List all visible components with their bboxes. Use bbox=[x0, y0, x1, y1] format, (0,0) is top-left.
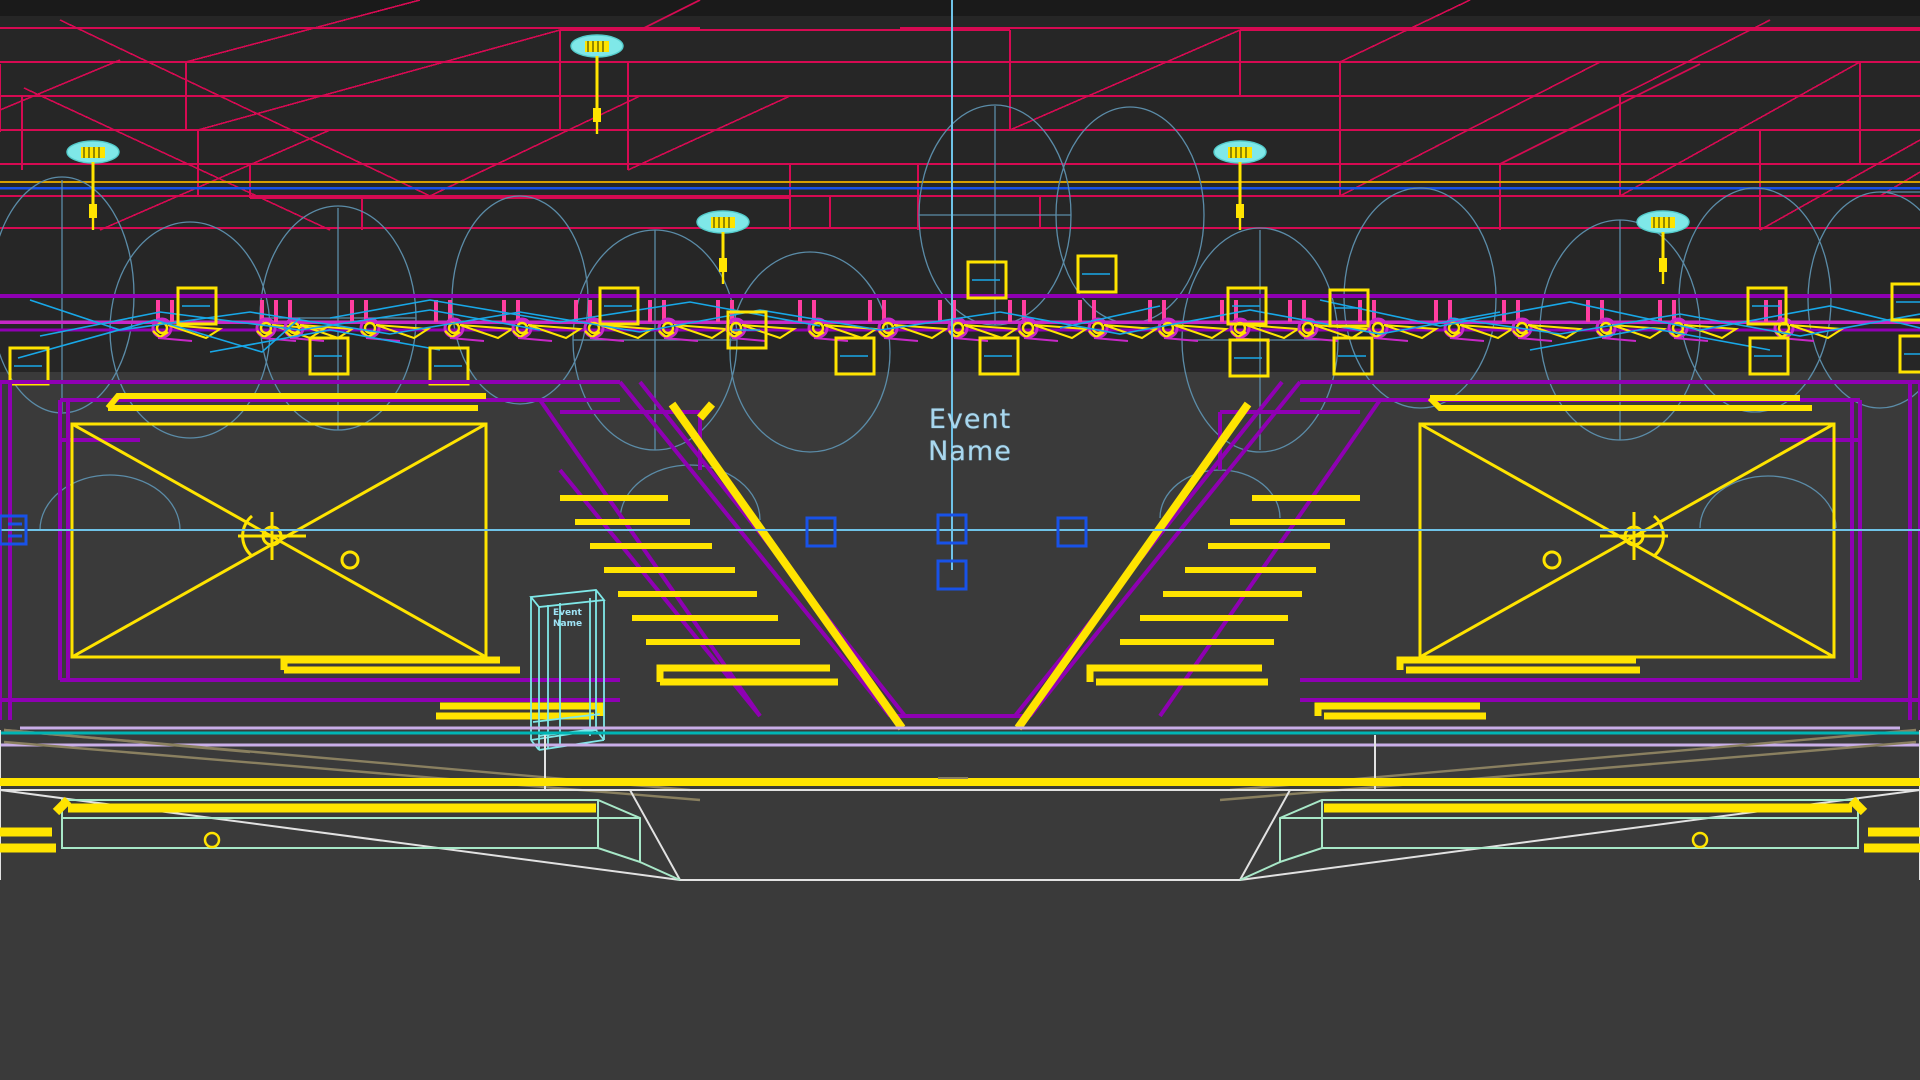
axis-marker-1[interactable] bbox=[805, 516, 837, 548]
top-dark-band bbox=[0, 0, 1920, 16]
led-screen-right-pivot bbox=[1542, 512, 1668, 570]
stringer-left-inner bbox=[668, 401, 906, 731]
hanging-speaker[interactable] bbox=[1636, 210, 1690, 284]
selection-box[interactable] bbox=[176, 286, 218, 326]
hanging-speaker[interactable] bbox=[1213, 140, 1267, 230]
selection-box[interactable] bbox=[1328, 288, 1370, 328]
lighting-fixture[interactable] bbox=[877, 300, 950, 342]
axis-marker-3[interactable] bbox=[936, 559, 968, 591]
selection-box[interactable] bbox=[1226, 286, 1268, 326]
selection-box[interactable] bbox=[1890, 282, 1920, 322]
selection-box[interactable] bbox=[1898, 334, 1920, 374]
stage-event-name-label: Event Name bbox=[928, 404, 1012, 467]
selection-box[interactable] bbox=[598, 286, 640, 326]
selection-box[interactable] bbox=[726, 310, 768, 350]
riser-box-right bbox=[1239, 799, 1859, 881]
riser-right-marker bbox=[1691, 831, 1709, 849]
selection-box[interactable] bbox=[308, 336, 350, 376]
lighting-fixture[interactable] bbox=[151, 300, 224, 342]
selection-box[interactable] bbox=[1748, 336, 1790, 376]
stringer-right-inner bbox=[1014, 401, 1252, 731]
hanging-speaker[interactable] bbox=[696, 210, 750, 284]
hanging-speaker[interactable] bbox=[66, 140, 120, 230]
selection-box[interactable] bbox=[966, 260, 1008, 300]
selection-box[interactable] bbox=[978, 336, 1020, 376]
selection-box[interactable] bbox=[834, 336, 876, 376]
lighting-fixture[interactable] bbox=[583, 300, 656, 342]
stairs-left bbox=[560, 495, 800, 645]
floor-zone bbox=[0, 880, 1920, 1080]
led-screen-left-pivot bbox=[238, 512, 360, 570]
selection-box[interactable] bbox=[1228, 338, 1270, 378]
stairs-right bbox=[1120, 495, 1360, 645]
axis-marker-4[interactable] bbox=[1056, 516, 1088, 548]
hanging-speaker[interactable] bbox=[570, 34, 624, 134]
axis-marker-5[interactable] bbox=[0, 514, 28, 546]
selection-box[interactable] bbox=[1746, 286, 1788, 326]
axis-marker-2[interactable] bbox=[936, 513, 968, 545]
lighting-fixture[interactable] bbox=[1157, 300, 1230, 342]
selection-box[interactable] bbox=[1076, 254, 1118, 294]
selection-box[interactable] bbox=[1332, 336, 1374, 376]
lighting-fixture[interactable] bbox=[1017, 300, 1090, 342]
lighting-fixture[interactable] bbox=[443, 300, 516, 342]
riser-left-marker bbox=[203, 831, 221, 849]
podium-event-name-label: Event Name bbox=[553, 608, 583, 629]
